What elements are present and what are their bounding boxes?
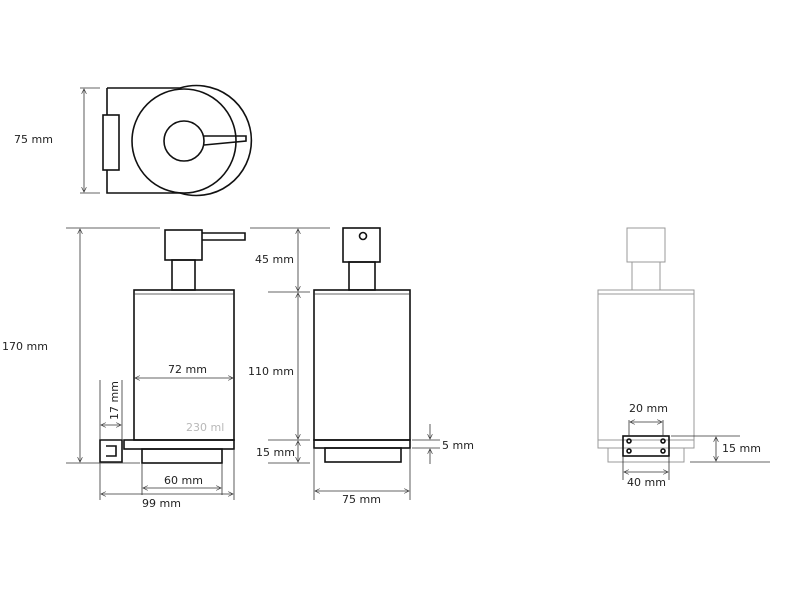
dim-total-depth: 99 mm: [142, 497, 181, 510]
dispenser-circle-outer: [131, 88, 237, 194]
dim-side-width: 75 mm: [342, 493, 381, 506]
dim-top-depth: 75 mm: [14, 133, 53, 146]
pump-cap: [164, 229, 203, 261]
dim-back-bracket-width: 40 mm: [627, 476, 666, 489]
dim-total-height: 170 mm: [2, 340, 48, 353]
base-bottom: [141, 448, 223, 464]
dim-base-width: 60 mm: [164, 474, 203, 487]
dim-base-height: 15 mm: [256, 446, 295, 459]
screw-hole-left: [626, 438, 632, 444]
screw-hole-right: [660, 438, 666, 444]
back-base-plate: [597, 439, 695, 449]
pump-spout: [202, 232, 246, 241]
back-view: 20 mm 15 mm 40 mm: [597, 227, 770, 489]
dim-hole-spacing: 20 mm: [629, 402, 668, 415]
dispenser-circle-inner: [163, 120, 205, 162]
side-bottle-body: [313, 289, 411, 441]
screw-hole-right-low: [660, 448, 666, 454]
dim-back-bracket-height: 15 mm: [722, 442, 761, 455]
screw-hole-left-low: [626, 448, 632, 454]
top-view: 75 mm: [14, 84, 253, 197]
top-outline: [106, 84, 253, 197]
side-base-plate: [313, 439, 411, 449]
back-pump-cap: [626, 227, 666, 263]
dim-body-height: 110 mm: [248, 365, 294, 378]
side-pump-neck: [348, 261, 376, 291]
back-pump-neck: [631, 261, 661, 291]
back-wall-bracket: [622, 435, 670, 457]
dim-base-offset: 5 mm: [442, 439, 474, 452]
center-dimensions: 45 mm 110 mm 15 mm: [248, 227, 330, 464]
back-bottle-body: [597, 289, 695, 441]
wall-plate: [102, 114, 120, 171]
side-view: 5 mm 75 mm: [313, 227, 474, 506]
back-base-bottom: [607, 447, 685, 463]
dim-body-width: 72 mm: [168, 363, 207, 376]
wall-bracket: [99, 439, 123, 463]
capacity-label: 230 ml: [186, 421, 224, 434]
dim-bracket-height: 17 mm: [108, 381, 121, 420]
front-view: 230 ml 170 mm 72 mm 17 mm 60 mm 99 mm: [2, 227, 246, 510]
base-plate: [123, 439, 235, 450]
pump-spout-top: [203, 135, 247, 146]
pump-neck: [171, 259, 196, 291]
side-base-bottom: [324, 447, 402, 463]
dim-pump-height: 45 mm: [255, 253, 294, 266]
